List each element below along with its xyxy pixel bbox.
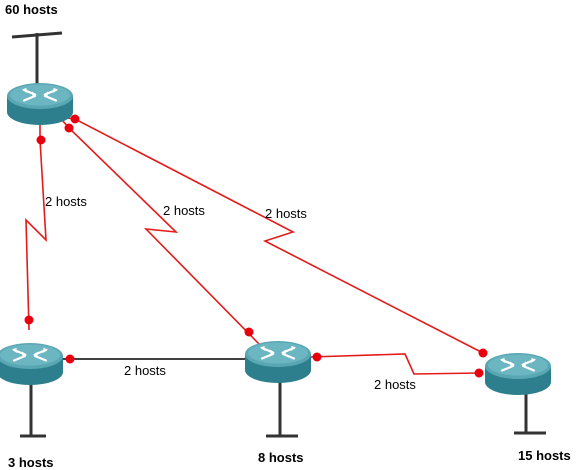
router-icon [0,341,65,387]
link-label-r1-r4: 2 hosts [265,206,307,221]
lan-label-r2: 3 hosts [8,455,54,470]
port-dots [24,114,488,378]
port-dot [312,352,322,362]
lan-label-r4: 15 hosts [518,448,571,463]
link-label-r3-r4: 2 hosts [374,377,416,392]
lan-label-r3: 8 hosts [258,450,304,465]
link-r3-r4[interactable] [309,353,481,375]
router-icon [483,351,553,397]
router-icon [5,81,75,127]
link-label-r1-r2: 2 hosts [45,194,87,209]
router-r3[interactable] [243,339,313,385]
link-r1-r2[interactable] [25,122,47,331]
port-dot [64,123,74,133]
port-dot [70,114,80,124]
port-dot [244,327,254,337]
router-icon [243,339,313,385]
port-dot [36,135,46,145]
link-label-r2-r3: 2 hosts [124,363,166,378]
router-r4[interactable] [483,351,553,397]
link-r1-r3[interactable] [61,119,261,346]
router-r2[interactable] [0,341,65,387]
port-dot [24,315,34,325]
port-dot [474,368,484,378]
lan-segment-r1 [11,31,63,85]
lan-label-r1: 60 hosts [5,2,58,17]
port-dot [65,354,75,364]
link-r1-r4[interactable] [66,117,484,354]
port-dot [478,348,488,358]
link-label-r1-r3: 2 hosts [163,203,205,218]
router-r1[interactable] [5,81,75,127]
